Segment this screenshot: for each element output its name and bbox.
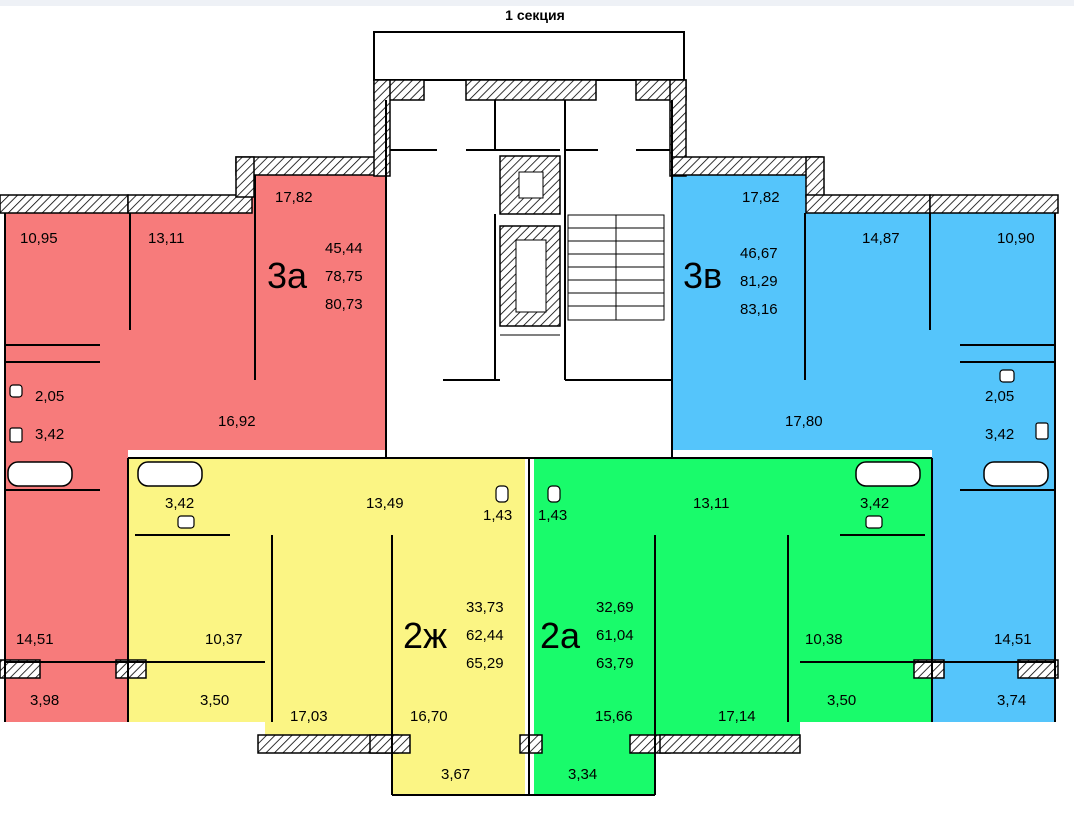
- room-area: 3,34: [568, 766, 597, 783]
- apartment-2a-total-balcony-area: 63,79: [596, 655, 634, 672]
- room-area: 3,74: [997, 692, 1026, 709]
- room-area: 17,14: [718, 708, 756, 725]
- section-title: 1 секция: [505, 7, 565, 23]
- room-area: 1,43: [538, 507, 567, 524]
- room-area: 17,82: [742, 189, 780, 206]
- apartment-2a: [534, 458, 932, 795]
- room-area: 10,37: [205, 631, 243, 648]
- room-area: 3,42: [35, 426, 64, 443]
- room-area: 3,98: [30, 692, 59, 709]
- apartment-3v-area: [672, 175, 1055, 722]
- room-area: 16,92: [218, 413, 256, 430]
- room-area: 3,42: [165, 495, 194, 512]
- interior-walls: [4, 100, 1056, 796]
- roof-outline: [373, 31, 685, 81]
- apartment-2zh: [128, 458, 525, 795]
- top-strip: [0, 0, 1074, 6]
- room-area: 13,11: [148, 230, 184, 247]
- apartment-2a-area: [534, 458, 932, 795]
- room-area: 3,42: [985, 426, 1014, 443]
- room-area: 13,49: [366, 495, 404, 512]
- core: [373, 31, 685, 458]
- apartment-3a: [5, 175, 386, 722]
- room-area: 1,43: [483, 507, 512, 524]
- apartment-2zh-area: [128, 458, 525, 795]
- apartment-2a-name: 2а: [540, 615, 581, 656]
- apartment-3a-name: 3а: [267, 255, 308, 296]
- room-area: 14,51: [16, 631, 54, 648]
- apartment-3a-total-balcony-area: 80,73: [325, 296, 363, 313]
- apartment-3a-total-area: 78,75: [325, 268, 363, 285]
- apartment-3v-total-area: 81,29: [740, 273, 778, 290]
- apartment-3a-area: [5, 175, 386, 722]
- room-area: 2,05: [35, 388, 64, 405]
- room-area: 15,66: [595, 708, 633, 725]
- bathtub-icon: [7, 461, 1049, 487]
- apartment-3a-living-area: 45,44: [325, 240, 363, 257]
- room-area: 3,50: [827, 692, 856, 709]
- room-area: 13,11: [693, 495, 729, 512]
- room-area: 10,95: [20, 230, 58, 247]
- elevator-shaft-2-inner: [515, 239, 547, 313]
- room-area: 16,70: [410, 708, 448, 725]
- apartment-3v-living-area: 46,67: [740, 245, 778, 262]
- apartment-2zh-total-balcony-area: 65,29: [466, 655, 504, 672]
- apartment-3v-total-balcony-area: 83,16: [740, 301, 778, 318]
- room-area: 3,42: [860, 495, 889, 512]
- room-area: 10,38: [805, 631, 843, 648]
- apartment-2a-living-area: 32,69: [596, 599, 634, 616]
- room-area: 17,03: [290, 708, 328, 725]
- room-area: 17,80: [785, 413, 823, 430]
- apartment-2zh-living-area: 33,73: [466, 599, 504, 616]
- room-area: 2,05: [985, 388, 1014, 405]
- room-area: 10,90: [997, 230, 1035, 247]
- room-area: 17,82: [275, 189, 313, 206]
- toilet-icon: [9, 369, 1049, 529]
- elevator-shaft-1-inner: [518, 171, 544, 199]
- staircase: [567, 214, 665, 321]
- apartment-2zh-name: 2ж: [403, 615, 447, 656]
- room-area: 14,87: [862, 230, 900, 247]
- room-area: 14,51: [994, 631, 1032, 648]
- apartment-3v-name: 3в: [683, 255, 722, 296]
- apartment-2a-total-area: 61,04: [596, 627, 634, 644]
- apartment-2zh-total-area: 62,44: [466, 627, 504, 644]
- room-area: 3,67: [441, 766, 470, 783]
- apartment-3v: [672, 175, 1055, 722]
- room-area: 3,50: [200, 692, 229, 709]
